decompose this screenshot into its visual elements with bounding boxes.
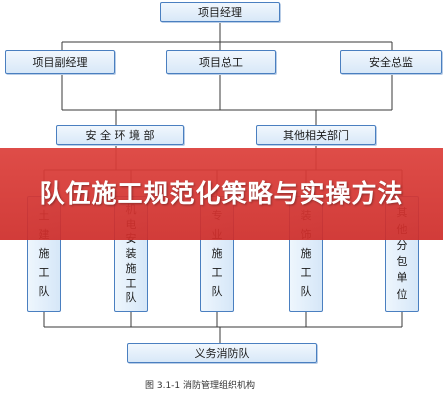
- team-char: 队: [211, 285, 223, 298]
- other-departments-box: 其他相关部门: [256, 125, 376, 145]
- team-char: 队: [125, 291, 137, 305]
- safety-director-label: 安全总监: [369, 56, 413, 69]
- team-char: 队: [38, 285, 50, 298]
- chief-engineer-label: 项目总工: [199, 56, 243, 69]
- team-char: 单: [396, 271, 408, 285]
- figure-caption: 图 3.1-1 消防管理组织机构: [145, 381, 256, 391]
- team-char: 分: [396, 238, 408, 252]
- team-char: 施: [38, 247, 50, 260]
- team-char: 装: [125, 247, 137, 260]
- safety-environment-dept-label: 安 全 环 境 部: [85, 129, 155, 142]
- project-manager-label: 项目经理: [198, 6, 242, 19]
- other-departments-label: 其他相关部门: [283, 129, 349, 142]
- team-char: 施: [300, 247, 312, 260]
- title-banner: 队伍施工规范化策略与实操方法: [0, 148, 443, 240]
- team-char: 施: [211, 247, 223, 260]
- chief-engineer-box: 项目总工: [166, 50, 276, 74]
- team-char: 队: [300, 285, 312, 298]
- safety-director-box: 安全总监: [340, 50, 442, 74]
- team-char: 工: [125, 276, 137, 290]
- team-char: 工: [38, 266, 50, 279]
- team-char: 施: [125, 261, 137, 275]
- team-char: 位: [396, 287, 408, 301]
- team-char: 工: [300, 266, 312, 279]
- team-char: 包: [396, 255, 408, 269]
- deputy-manager-box: 项目副经理: [5, 50, 115, 74]
- volunteer-fire-brigade-box: 义务消防队: [127, 343, 317, 363]
- banner-title: 队伍施工规范化策略与实操方法: [39, 179, 404, 208]
- team-char: 工: [211, 266, 223, 279]
- project-manager-box: 项目经理: [160, 2, 280, 22]
- safety-environment-dept-box: 安 全 环 境 部: [56, 125, 184, 145]
- deputy-manager-label: 项目副经理: [32, 56, 88, 69]
- volunteer-fire-brigade-label: 义务消防队: [194, 347, 250, 360]
